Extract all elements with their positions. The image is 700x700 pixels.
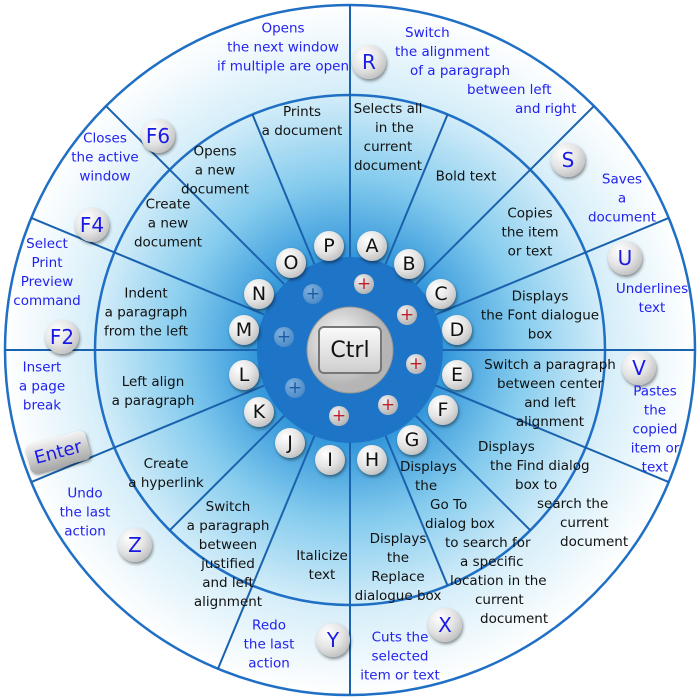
key-a: A: [357, 231, 387, 261]
plus-icon: +: [397, 305, 417, 325]
shortcut-desc-enter: Insert a page break: [18, 359, 66, 414]
sector-divider: [217, 435, 316, 670]
sector-divider: [30, 384, 265, 483]
shortcut-desc-g: Displays the Go To dialog box to search …: [400, 459, 549, 627]
sector-divider: [435, 217, 670, 316]
shortcut-desc-e: Switch a paragraph between center and le…: [484, 357, 616, 430]
key-y: Y: [316, 623, 350, 657]
key-r: R: [352, 45, 386, 79]
plus-icon: +: [274, 327, 294, 347]
key-o: O: [276, 248, 306, 278]
shortcut-desc-l: Left align a paragraph: [111, 374, 195, 409]
shortcut-desc-i: Italicize text: [296, 548, 348, 583]
key-m: M: [229, 315, 259, 345]
plus-icon: +: [378, 395, 398, 415]
shortcut-desc-f: Displays the Find dialog box to search t…: [478, 439, 629, 550]
key-s: S: [551, 143, 585, 177]
key-e: E: [442, 360, 472, 390]
plus-icon: +: [329, 406, 349, 426]
sector-divider: [415, 105, 595, 285]
plus-icon: +: [406, 354, 426, 374]
shortcut-desc-f6: Opens the next window if multiple are op…: [216, 20, 350, 75]
key-c: C: [426, 279, 456, 309]
sector-divider: [384, 435, 449, 586]
key-z: Z: [118, 528, 152, 562]
key-k: K: [244, 397, 274, 427]
shortcut-desc-c: Copies the item or text: [501, 205, 559, 260]
key-j: J: [275, 428, 305, 458]
plus-icon: +: [354, 274, 374, 294]
key-v: V: [622, 351, 656, 385]
plus-icon: +: [303, 284, 323, 304]
shortcut-desc-k: Create a hyperlink: [128, 456, 204, 491]
shortcut-desc-x: Cuts the selected item or text: [360, 629, 440, 684]
shortcut-desc-a: Selects all in the current document: [353, 101, 423, 174]
sector-divider: [105, 105, 285, 285]
key-n: N: [244, 279, 274, 309]
plus-icon: +: [285, 378, 305, 398]
sector-divider: [168, 415, 285, 532]
shortcut-desc-y: Redo the last action: [243, 617, 295, 672]
sector-divider: [384, 114, 449, 265]
key-i: I: [315, 445, 345, 475]
shortcut-desc-p: Prints a document: [261, 104, 343, 139]
sector-divider: [435, 384, 670, 483]
shortcut-desc-f4: Closes the active window: [71, 130, 139, 185]
key-f6: F6: [141, 119, 175, 153]
shortcut-desc-o: Opens a new document: [180, 143, 250, 198]
key-f4: F4: [75, 208, 109, 242]
shortcut-desc-s: Saves a document: [587, 171, 657, 226]
key-f: F: [428, 395, 458, 425]
sector-divider: [251, 114, 316, 265]
shortcut-desc-r: Switch the alignment of a paragraph betw…: [395, 25, 577, 117]
shortcut-desc-f2: Select Print Preview command: [13, 236, 81, 309]
key-l: L: [229, 360, 259, 390]
shortcut-desc-z: Undo the last action: [59, 485, 111, 540]
key-g: G: [397, 425, 427, 455]
shortcut-desc-j: Switch a paragraph between justified and…: [186, 499, 270, 610]
key-b: B: [394, 249, 424, 279]
sector-divider: [415, 415, 532, 532]
shortcut-desc-d: Displays the Font dialogue box: [480, 288, 600, 343]
sector-divider: [30, 217, 265, 316]
shortcut-desc-b: Bold text: [435, 168, 497, 185]
shortcut-desc-v: Pastes the copied item or text: [630, 383, 680, 476]
key-u: U: [608, 241, 642, 275]
key-h: H: [357, 445, 387, 475]
shortcut-desc-m: Indent a paragraph from the left: [103, 285, 189, 340]
key-d: D: [442, 315, 472, 345]
key-p: P: [314, 231, 344, 261]
shortcut-desc-u: Underlines text: [615, 281, 689, 316]
key-x: X: [428, 608, 462, 642]
shortcut-desc-h: Displays the Replace dialogue box: [354, 531, 442, 604]
shortcut-desc-n: Create a new document: [133, 196, 203, 251]
key-f2: F2: [45, 320, 79, 354]
ctrl-key: Ctrl: [318, 326, 382, 374]
